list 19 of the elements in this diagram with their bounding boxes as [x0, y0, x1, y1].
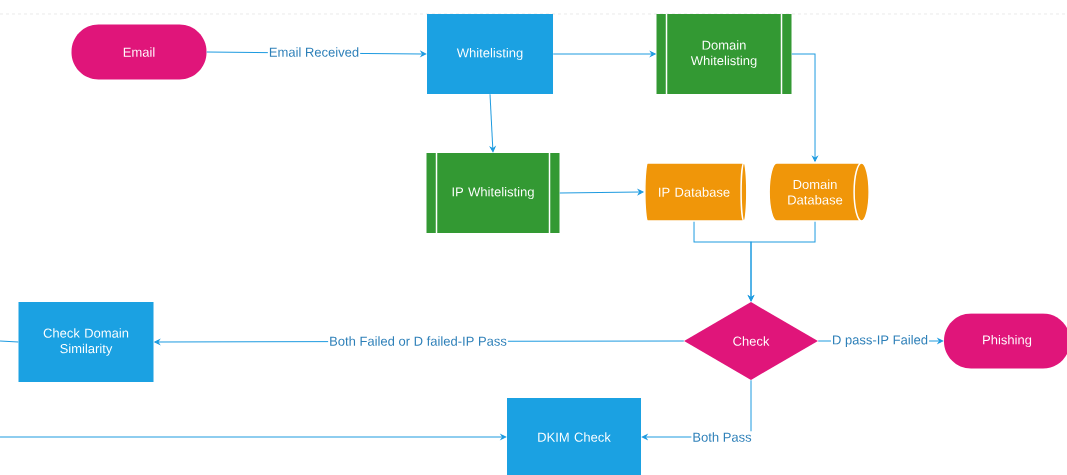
database-cylinder: IP Database — [644, 162, 748, 222]
edge-label: Email Received — [267, 46, 361, 58]
subprocess-box: IP Whitelisting — [426, 152, 560, 234]
arrow — [791, 53, 818, 162]
arrow — [489, 93, 496, 153]
process-box: Check Domain Similarity — [18, 302, 154, 382]
process-box: Whitelisting — [427, 14, 553, 94]
terminal-pill: Phishing — [944, 313, 1067, 369]
edge-label: D pass-IP Failed — [830, 333, 930, 349]
edge-label: Both Failed or D failed-IP Pass — [328, 335, 508, 347]
subprocess-box: Domain Whitelisting — [656, 13, 792, 95]
arrow — [552, 51, 656, 57]
edge-label: Both Pass — [691, 431, 753, 443]
process-box: DKIM Check — [507, 398, 641, 475]
arrow — [748, 221, 816, 302]
database-cylinder: Domain Database — [768, 162, 870, 222]
arrow — [559, 189, 644, 195]
arrow — [0, 434, 507, 440]
terminal-pill: Email — [71, 24, 207, 80]
